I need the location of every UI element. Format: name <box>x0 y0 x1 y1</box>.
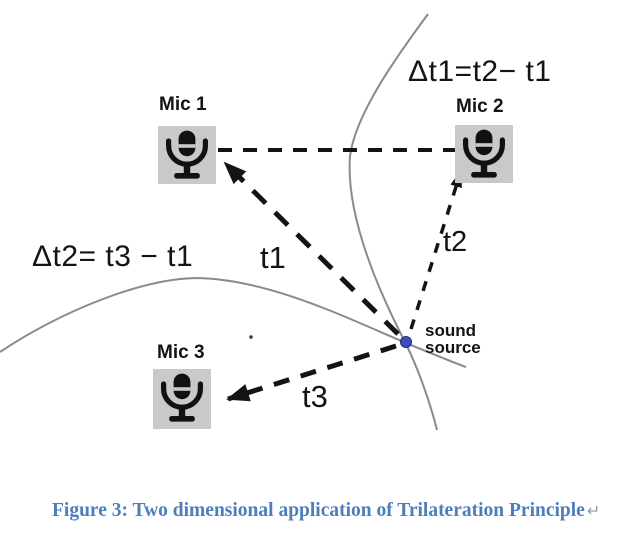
equation-delta-t2: Δt2= t3 − t1 <box>32 240 194 273</box>
mic1-label: Mic 1 <box>159 94 207 115</box>
arrow-t2 <box>409 170 463 330</box>
mic3-icon-box <box>153 369 211 429</box>
t2-label: t2 <box>443 226 468 258</box>
microphone-icon <box>463 129 505 178</box>
arrow-t1 <box>223 161 400 336</box>
sound-source-label-line1: sound <box>425 321 476 340</box>
figure-caption-text: Figure 3: Two dimensional application of… <box>52 500 585 521</box>
ink-speck <box>249 335 253 339</box>
sound-source-label-line2: source <box>425 338 481 357</box>
sound-source-label: sound source <box>425 322 481 356</box>
t1-label: t1 <box>260 240 286 275</box>
mic1-icon-box <box>158 126 216 184</box>
mic2-label: Mic 2 <box>456 96 504 117</box>
figure-caption: Figure 3: Two dimensional application of… <box>52 500 600 522</box>
sound-source-dot <box>400 336 412 348</box>
mic3-label: Mic 3 <box>157 342 205 363</box>
t3-label: t3 <box>302 379 328 414</box>
mic2-icon-box <box>455 125 513 183</box>
hyperbola-mic1-mic2 <box>348 13 438 431</box>
microphone-icon <box>161 373 203 422</box>
equation-delta-t1: Δt1=t2− t1 <box>408 55 552 88</box>
arrow-t3 <box>226 343 397 402</box>
microphone-icon <box>166 130 208 179</box>
paragraph-return-mark: ↵ <box>586 503 601 520</box>
hyperbola-mic1-mic3 <box>0 276 467 368</box>
